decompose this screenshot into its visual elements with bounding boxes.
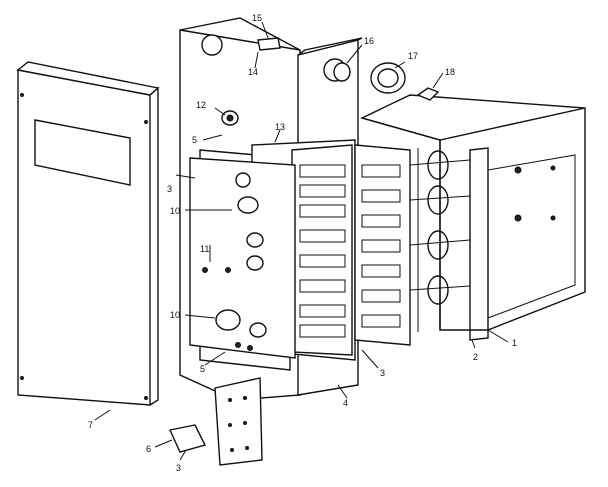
- switch-part: [221, 110, 239, 126]
- small-clip: [416, 87, 440, 101]
- callout-5-bottom: 5: [200, 364, 205, 374]
- callout-3-right: 3: [380, 368, 385, 378]
- callout-15: 15: [252, 13, 262, 23]
- heater-housing-box: [360, 94, 586, 341]
- callout-10-top: 10: [170, 206, 180, 216]
- callout-2: 2: [473, 352, 478, 362]
- top-bracket: [257, 37, 281, 51]
- callout-6: 6: [146, 444, 151, 454]
- knockout-plug: [333, 62, 351, 82]
- callout-labels: 1 2 3 4 3 5 6 7 10 10 11 12 13 14 15 16 …: [88, 13, 517, 473]
- control-plate: [189, 157, 296, 359]
- callout-17: 17: [408, 51, 418, 61]
- front-cover-panel: [16, 61, 160, 406]
- terminal-strip: [214, 377, 263, 466]
- small-bracket: [168, 424, 207, 453]
- callout-14: 14: [248, 67, 258, 77]
- callout-10-bottom: 10: [170, 310, 180, 320]
- ring-grommet: [370, 62, 406, 94]
- callout-13: 13: [275, 122, 285, 132]
- leader-lines: [94, 21, 509, 461]
- callout-11: 11: [200, 244, 209, 254]
- callout-12: 12: [196, 100, 206, 110]
- callout-3-bottom: 3: [176, 463, 181, 473]
- callout-18: 18: [445, 67, 455, 77]
- callout-5-top: 5: [192, 135, 197, 145]
- callout-3-left: 3: [167, 184, 172, 194]
- callout-7: 7: [88, 420, 93, 430]
- callout-16: 16: [364, 36, 374, 46]
- callout-4: 4: [343, 398, 348, 408]
- callout-1: 1: [512, 338, 517, 348]
